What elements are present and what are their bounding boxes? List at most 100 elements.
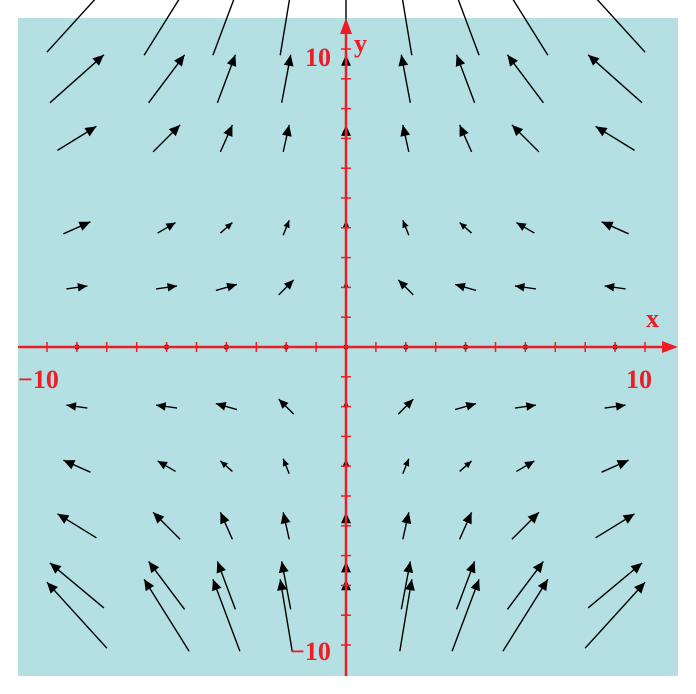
field-arrowhead [174,54,185,67]
field-arrowhead [400,124,411,137]
x-tick-label-max: 10 [626,365,652,394]
field-arrow [512,0,549,56]
field-arrowhead [634,582,646,594]
field-arrowhead [532,561,544,574]
field-arrowhead [66,402,77,411]
field-arrowhead [148,561,160,574]
y-tick-label-max: 10 [305,43,331,72]
field-arrowhead [470,579,480,592]
x-tick-label-min: −10 [18,365,59,394]
field-arrow [584,581,646,649]
field-arrowhead [616,460,629,470]
field-arrow [46,581,108,649]
field-arrowhead [220,512,230,525]
field-arrowhead [398,279,409,290]
field-arrowhead [283,279,294,290]
field-arrowhead [466,561,476,574]
field-arrowhead [167,282,178,292]
y-axis-arrowhead [340,18,352,34]
field-arrowhead [278,561,289,574]
field-arrow [279,579,293,652]
field-arrowhead [601,221,614,231]
field-arrowhead [212,579,222,592]
field-arrowhead [165,222,176,231]
field-arrowhead [403,561,414,574]
field-arrowhead [226,282,237,292]
field-arrow [49,562,105,609]
field-arrowhead [514,282,525,292]
field-arrowhead [57,513,70,524]
field-arrowhead [401,512,412,525]
field-arrowhead [524,460,535,470]
field-arrowhead [525,402,536,411]
field-arrowhead [622,513,635,524]
field-arrowhead [220,460,228,469]
field-arrow [143,0,180,56]
field-arrowhead [403,399,414,409]
field-arrowhead [282,458,289,467]
field-arrowhead [537,579,548,592]
field-arrowhead [168,124,181,137]
field-arrowhead [455,54,466,67]
field-arrowhead [156,402,167,411]
field-arrow [457,0,480,56]
field-arrowhead [459,124,469,137]
field-arrow [212,0,235,56]
field-arrowhead [595,126,608,137]
axes [18,18,678,676]
field-arrowhead [405,579,415,591]
field-arrowhead [455,282,466,292]
field-arrowhead [78,221,91,231]
field-arrow [502,578,549,652]
field-arrowhead [153,512,165,524]
field-arrowhead [604,282,615,292]
field-arrowhead [224,222,233,230]
field-arrowhead [215,402,227,411]
field-arrow [49,54,105,104]
arrow-layer [46,0,646,652]
field-arrowhead [280,512,291,525]
field-arrowhead [283,54,294,67]
field-arrowhead [77,282,88,292]
field-arrowhead [615,402,626,411]
field-arrow [587,562,643,609]
axis-ticks [46,48,646,646]
field-arrowhead [403,458,410,467]
field-arrowhead [49,562,62,574]
field-arrowhead [277,579,287,591]
y-axis-title: y [354,29,367,58]
field-arrow [401,0,413,56]
field-arrowhead [516,222,527,231]
field-arrowhead [281,124,292,137]
field-arrow [46,0,96,53]
field-arrowhead [630,562,643,574]
field-arrowhead [278,399,289,409]
field-arrowhead [464,460,472,469]
field-arrow [399,579,413,652]
field-arrowhead [46,582,58,594]
field-arrow [596,0,646,53]
x-axis-arrowhead [662,341,678,353]
field-arrowhead [588,54,600,66]
field-arrowhead [216,561,226,574]
field-arrow [143,578,190,652]
field-arrowhead [459,222,468,230]
field-arrowhead [92,54,104,66]
field-arrowhead [527,512,539,524]
field-arrowhead [63,460,76,470]
field-arrowhead [465,402,477,411]
field-arrowhead [402,220,409,229]
field-arrowhead [462,512,472,525]
y-tick-label-min: −10 [290,637,331,666]
field-arrowhead [157,460,168,470]
field-arrow [279,0,291,56]
field-arrow [451,578,480,652]
field-arrowhead [511,124,524,137]
field-arrow [587,54,643,104]
field-arrowhead [507,54,518,67]
field-arrowhead [84,126,97,137]
field-arrowhead [226,54,237,67]
field-arrowhead [223,124,233,137]
field-arrow [212,578,241,652]
